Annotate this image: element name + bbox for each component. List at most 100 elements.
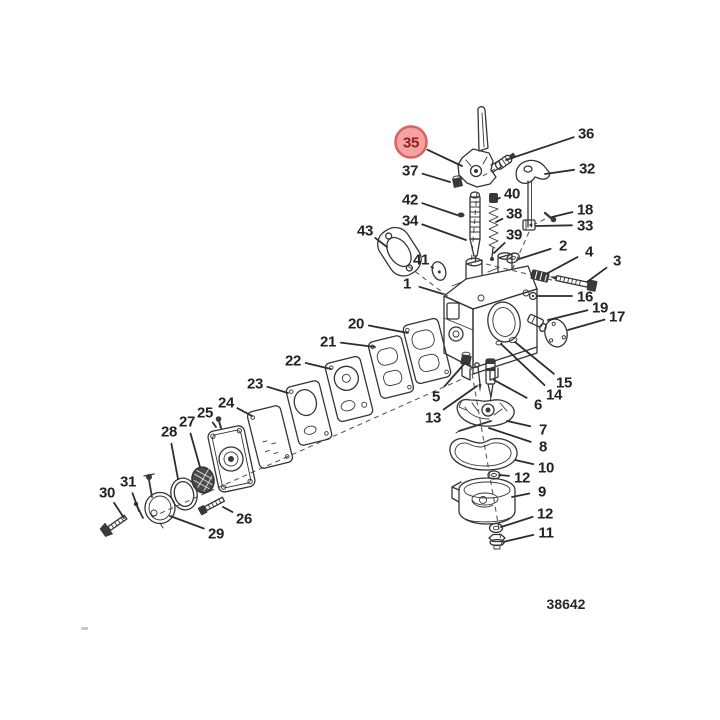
callout-label: 13 [425, 410, 441, 427]
callout-24[interactable]: 24 [218, 395, 253, 417]
callout-label: 42 [402, 192, 418, 209]
plate-22-part [324, 355, 374, 423]
callout-4[interactable]: 4 [545, 244, 594, 275]
callout-label: 32 [579, 161, 595, 178]
callout-15[interactable]: 15 [514, 341, 572, 392]
callout-18[interactable]: 18 [551, 202, 593, 219]
callout-41[interactable]: 41 [413, 252, 434, 269]
callout-23[interactable]: 23 [247, 376, 289, 394]
callout-34[interactable]: 34 [402, 213, 467, 241]
callout-11[interactable]: 11 [502, 525, 554, 543]
callout-26[interactable]: 26 [222, 506, 252, 528]
leader-line [506, 420, 532, 428]
callout-label: 16 [577, 289, 593, 306]
flange-gasket-part [377, 226, 422, 277]
clip-42-part [457, 212, 465, 218]
callout-39[interactable]: 39 [493, 227, 522, 254]
callout-8[interactable]: 8 [488, 427, 547, 456]
leader-line [500, 343, 546, 387]
callout-label: 35 [403, 135, 419, 152]
callout-7[interactable]: 7 [506, 420, 547, 439]
leader-line [511, 492, 531, 498]
callout-35-highlighted[interactable]: 35 [394, 125, 463, 167]
leader-line [488, 427, 532, 443]
callout-33[interactable]: 33 [535, 218, 593, 235]
mixture-needle-part [457, 191, 481, 263]
callout-14[interactable]: 14 [500, 343, 563, 404]
callout-label: 23 [247, 376, 263, 393]
callout-6[interactable]: 6 [493, 379, 542, 414]
callout-29[interactable]: 29 [169, 515, 224, 543]
callout-label: 14 [546, 387, 563, 404]
callout-label: 5 [432, 389, 440, 406]
callout-25[interactable]: 25 [197, 405, 217, 428]
callout-3[interactable]: 3 [586, 253, 621, 283]
callout-36[interactable]: 36 [505, 126, 594, 161]
callout-28[interactable]: 28 [161, 424, 179, 480]
callout-43[interactable]: 43 [357, 223, 388, 248]
highlight-circle [394, 125, 428, 159]
callout-32[interactable]: 32 [544, 161, 595, 178]
callout-label: 29 [208, 526, 224, 543]
callout-12[interactable]: 12 [500, 506, 553, 528]
throttle-spring-part [488, 193, 499, 261]
callout-16[interactable]: 16 [537, 289, 593, 306]
leader-line [495, 217, 504, 223]
callout-label: 12 [514, 470, 530, 487]
callout-10[interactable]: 10 [514, 459, 554, 477]
callout-20[interactable]: 20 [348, 316, 409, 334]
leader-line [514, 459, 535, 466]
leader-line [170, 442, 179, 480]
callout-1[interactable]: 1 [403, 276, 444, 295]
callout-label: 27 [179, 414, 195, 431]
callout-label: 36 [578, 126, 594, 143]
leader-line [421, 172, 451, 183]
callout-label: 19 [592, 300, 608, 317]
callout-12[interactable]: 12 [498, 470, 530, 487]
callout-label: 3 [613, 253, 621, 270]
leader-line [421, 202, 458, 216]
leader-line [236, 407, 253, 417]
bolt-30-part [99, 514, 128, 538]
callout-38[interactable]: 38 [495, 206, 522, 223]
welch-plug-17-part [544, 318, 568, 348]
callout-27[interactable]: 27 [179, 414, 201, 468]
callout-21[interactable]: 21 [320, 334, 376, 351]
callout-19[interactable]: 19 [547, 300, 608, 321]
callout-9[interactable]: 9 [511, 484, 546, 501]
callout-30[interactable]: 30 [99, 485, 125, 519]
callout-40[interactable]: 40 [496, 186, 520, 203]
callout-13[interactable]: 13 [425, 385, 478, 427]
leader-line [545, 256, 579, 275]
callout-42[interactable]: 42 [402, 192, 458, 216]
leader-line [339, 341, 376, 348]
callout-label: 22 [285, 353, 301, 370]
leader-line [544, 168, 575, 175]
callout-label: 20 [348, 316, 364, 333]
leader-line [222, 506, 234, 513]
callout-22[interactable]: 22 [285, 353, 332, 370]
leader-line [547, 309, 589, 321]
adjuster-4-part [530, 269, 550, 283]
callout-31[interactable]: 31 [120, 474, 140, 512]
leader-line [496, 196, 501, 200]
bowl-gasket-part [449, 437, 518, 471]
screw-16-part [528, 291, 538, 301]
choke-cam-part [515, 159, 551, 231]
pump-body-25-part [207, 416, 256, 493]
bolt-26-part [197, 496, 226, 516]
callout-5[interactable]: 5 [432, 362, 466, 406]
leader-line [586, 266, 608, 283]
seal-41-part [431, 261, 447, 281]
leader-line [500, 516, 534, 528]
callout-37[interactable]: 37 [402, 163, 451, 183]
callout-2[interactable]: 2 [518, 238, 567, 260]
leader-line [266, 385, 289, 394]
drawing-number: 38642 [547, 596, 586, 612]
plate-24-part [246, 405, 294, 469]
callout-17[interactable]: 17 [567, 309, 625, 331]
callout-label: 38 [506, 206, 522, 223]
callout-label: 4 [585, 244, 594, 261]
clamp-33-part [522, 219, 536, 231]
